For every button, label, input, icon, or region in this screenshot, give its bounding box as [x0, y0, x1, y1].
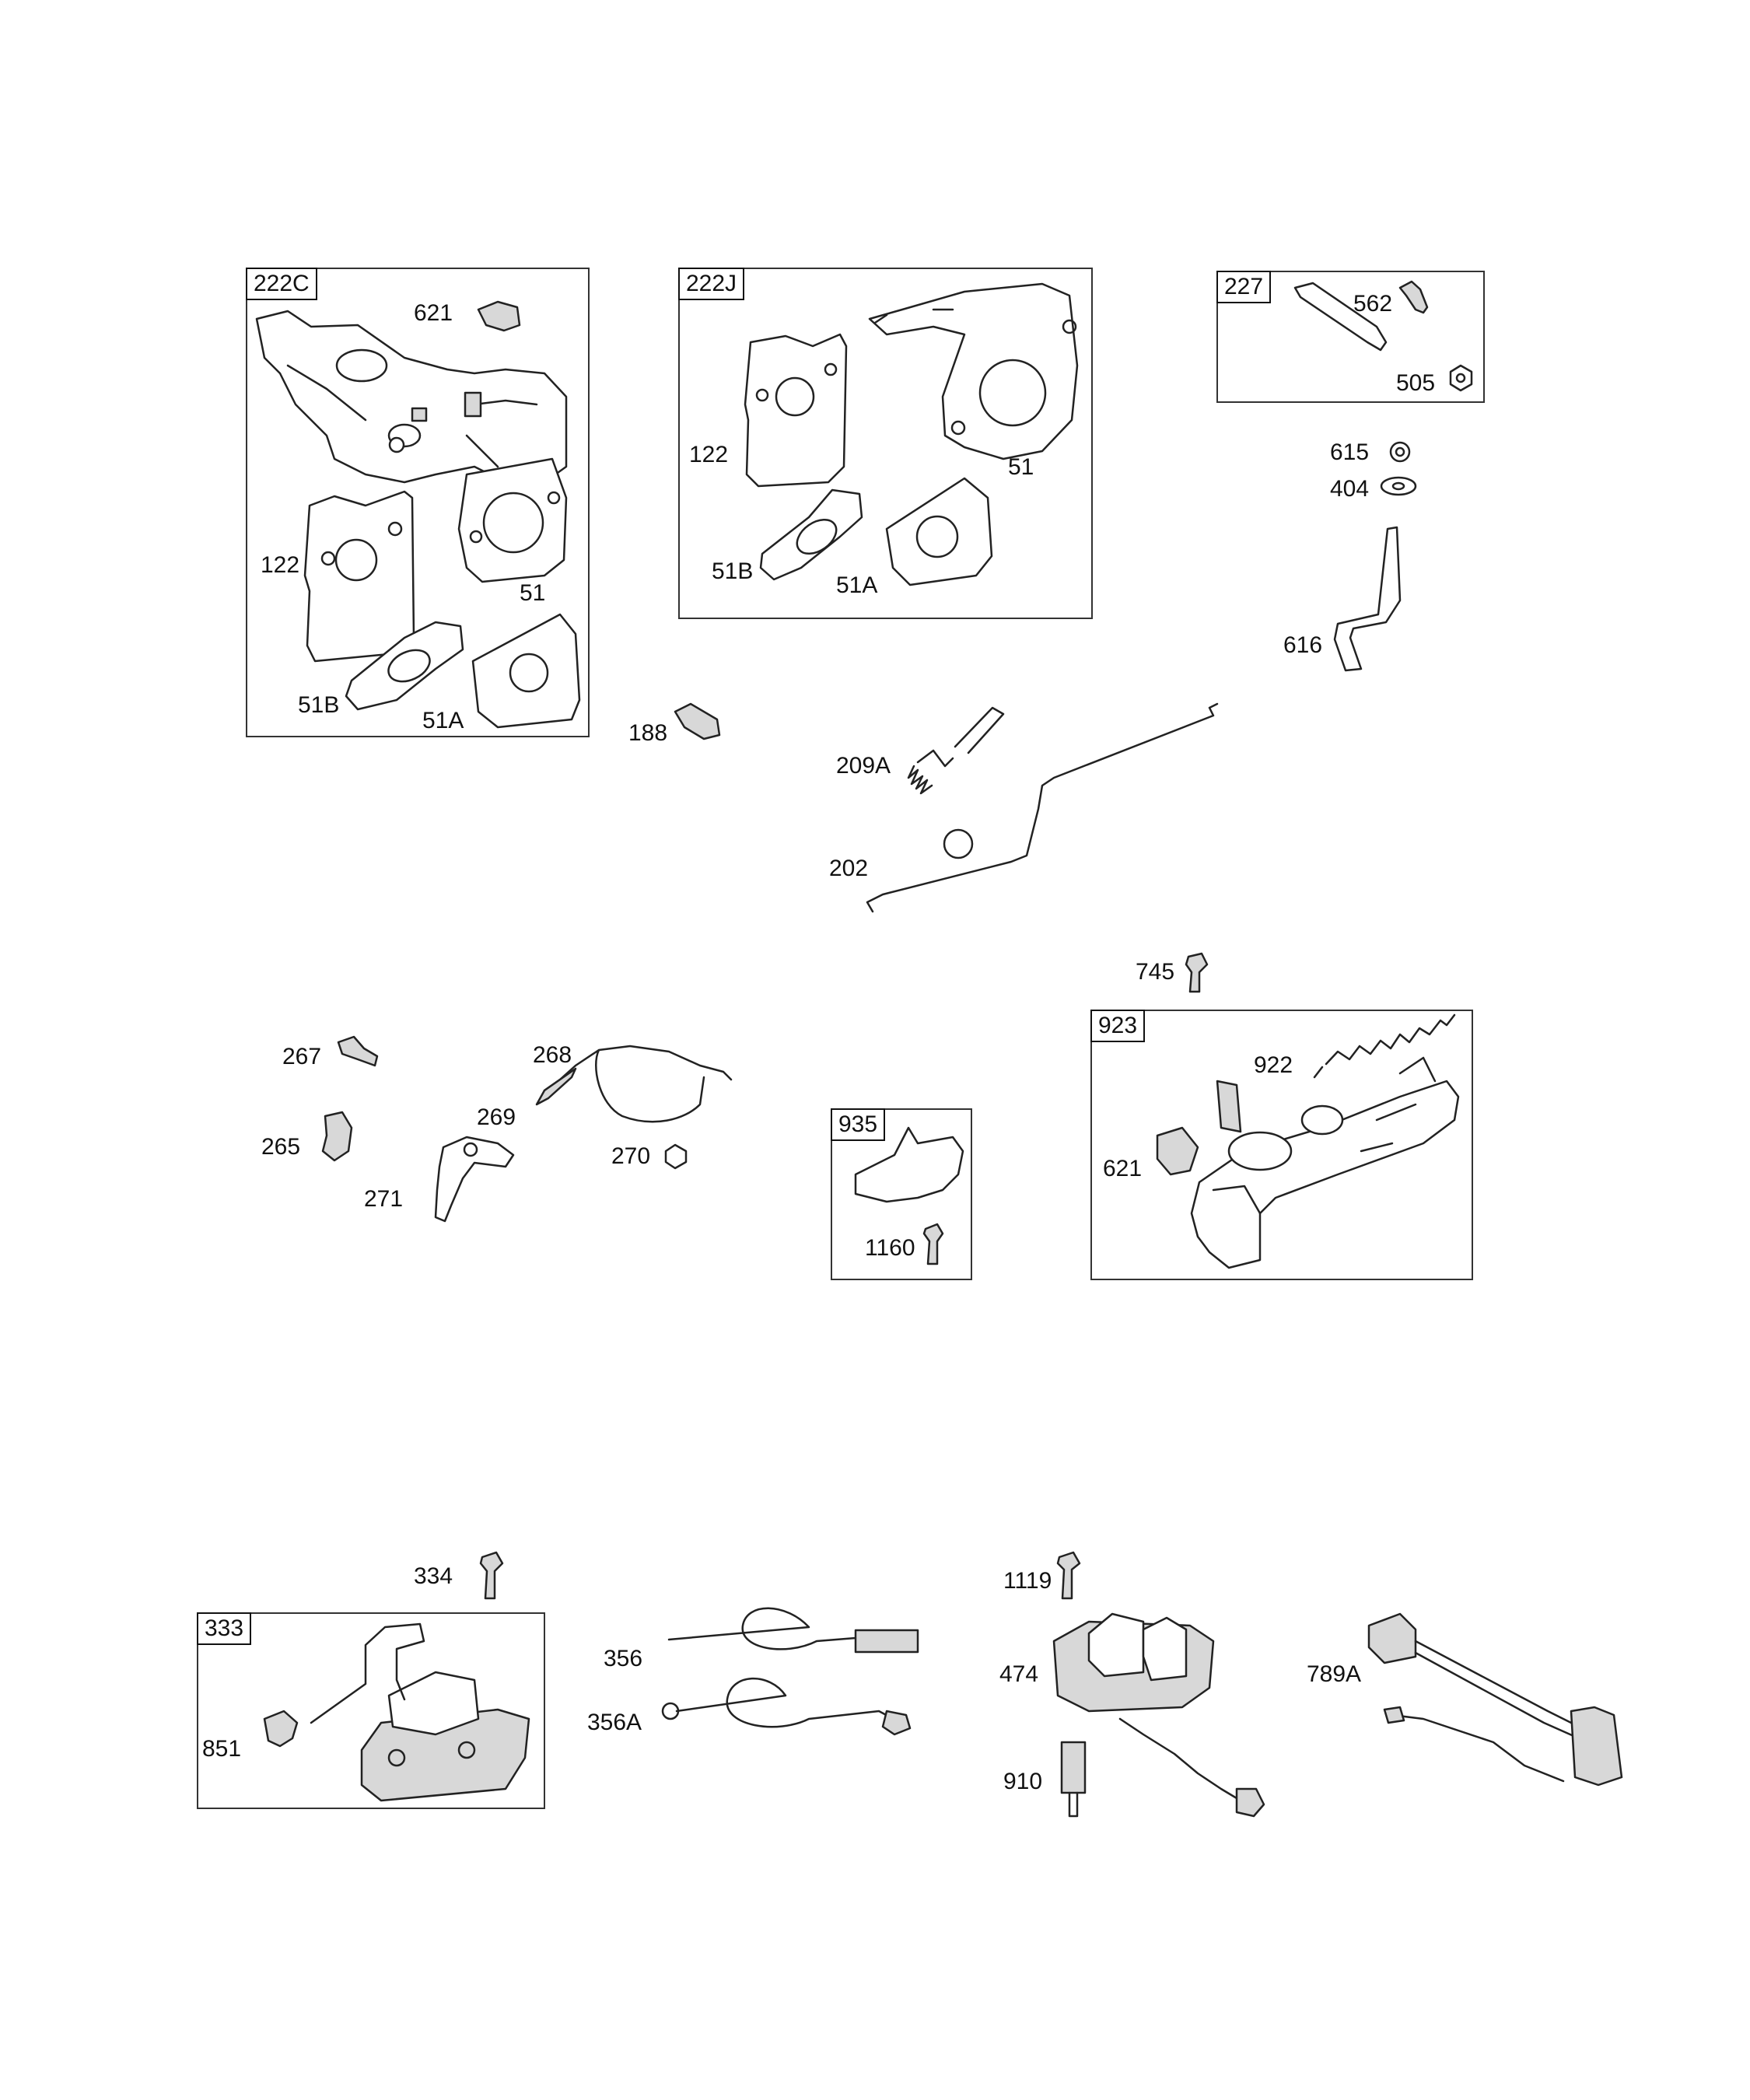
washer-404-drawing: [1380, 476, 1417, 496]
part-label-265: 265: [261, 1134, 301, 1160]
bolt-562-drawing: [1398, 280, 1429, 314]
assembly-box-935: [831, 1108, 972, 1280]
part-label-271: 271: [364, 1186, 404, 1212]
part-label-789A: 789A: [1307, 1661, 1362, 1687]
part-label-267: 267: [282, 1044, 322, 1069]
part-label-270: 270: [611, 1143, 651, 1169]
gasket-122-a-drawing: [303, 490, 415, 663]
spring-922-drawing: [1313, 1013, 1456, 1079]
assembly-box-222J: [678, 268, 1093, 619]
part-label-209A: 209A: [836, 753, 891, 779]
part-label-1119: 1119: [1003, 1568, 1052, 1594]
part-label-122: 122: [261, 552, 300, 578]
screw-1119-drawing: [1056, 1551, 1081, 1600]
assembly-box-333: [197, 1612, 545, 1809]
screw-745-drawing: [1185, 952, 1209, 993]
gasket-51B-b-drawing: [759, 488, 863, 581]
part-label-621: 621: [414, 300, 453, 326]
part-label-188: 188: [628, 720, 668, 746]
gasket-122-b-drawing: [744, 333, 848, 488]
group-label-222J: 222J: [678, 268, 745, 300]
group-label-935: 935: [831, 1108, 886, 1141]
governor-bracket-222C-drawing: [255, 310, 568, 484]
assembly-box-227: [1216, 271, 1485, 403]
armature-333-drawing: [310, 1622, 530, 1802]
group-label-923: 923: [1090, 1010, 1146, 1042]
part-label-202: 202: [829, 856, 869, 881]
cable-268-drawing: [543, 1045, 733, 1123]
wire-356A-drawing: [675, 1677, 892, 1728]
gasket-51A-b-drawing: [885, 477, 993, 586]
part-label-268: 268: [533, 1042, 572, 1068]
clamp-265-drawing: [321, 1111, 353, 1162]
armature-474-drawing: [1052, 1612, 1265, 1818]
spring-209A-drawing: [907, 706, 1005, 795]
part-label-334: 334: [414, 1563, 453, 1589]
screw-267-drawing: [337, 1035, 379, 1067]
bolt-334-drawing: [479, 1551, 504, 1600]
nut-505-drawing: [1449, 364, 1473, 392]
part-label-910: 910: [1003, 1769, 1043, 1794]
part-label-1160: 1160: [865, 1235, 915, 1261]
link-227-drawing: [1293, 282, 1388, 352]
assembly-box-222C: [246, 268, 590, 737]
insulator-51-a-drawing: [457, 457, 568, 583]
part-label-616: 616: [1283, 632, 1323, 658]
part-label-51B: 51B: [712, 558, 754, 584]
nut-270-drawing: [664, 1143, 688, 1170]
nut-615-drawing: [1389, 441, 1411, 463]
clip-621-b-drawing: [1156, 1126, 1199, 1176]
clip-621-drawing: [477, 300, 521, 332]
part-label-621: 621: [1103, 1156, 1143, 1181]
bracket-935-drawing: [854, 1126, 964, 1203]
part-label-615: 615: [1330, 439, 1370, 465]
part-label-505: 505: [1396, 370, 1436, 396]
part-label-51A: 51A: [422, 708, 464, 733]
bolt-188-drawing: [674, 702, 721, 740]
part-label-51: 51: [1008, 454, 1034, 480]
insulator-51-b-drawing: [868, 282, 1079, 460]
part-label-51: 51: [520, 580, 546, 606]
gasket-51B-a-drawing: [345, 621, 464, 711]
screw-1160-drawing: [922, 1223, 944, 1265]
part-label-122: 122: [689, 442, 729, 467]
part-label-851: 851: [202, 1736, 242, 1762]
gasket-51A-a-drawing: [471, 613, 581, 729]
part-label-562: 562: [1353, 291, 1393, 317]
group-label-333: 333: [197, 1612, 252, 1645]
wire-356-drawing: [667, 1607, 857, 1650]
group-label-222C: 222C: [246, 268, 317, 300]
lever-271-drawing: [434, 1136, 515, 1223]
spacer-910-drawing: [1060, 1741, 1087, 1794]
part-label-922: 922: [1254, 1052, 1293, 1078]
part-label-51A: 51A: [836, 572, 878, 598]
assembly-box-923: [1090, 1010, 1473, 1280]
lever-616-drawing: [1333, 526, 1402, 672]
part-label-356: 356: [604, 1646, 643, 1671]
part-label-745: 745: [1136, 959, 1175, 985]
group-label-227: 227: [1216, 271, 1272, 303]
harness-789A-drawing: [1367, 1612, 1623, 1787]
part-label-51B: 51B: [298, 692, 340, 718]
clip-851-drawing: [263, 1710, 299, 1748]
part-label-356A: 356A: [587, 1710, 642, 1735]
part-label-474: 474: [999, 1661, 1039, 1687]
part-label-404: 404: [1330, 476, 1370, 502]
part-label-269: 269: [477, 1104, 516, 1130]
link-202-drawing: [866, 702, 1219, 913]
control-bracket-923-drawing: [1190, 1056, 1460, 1269]
